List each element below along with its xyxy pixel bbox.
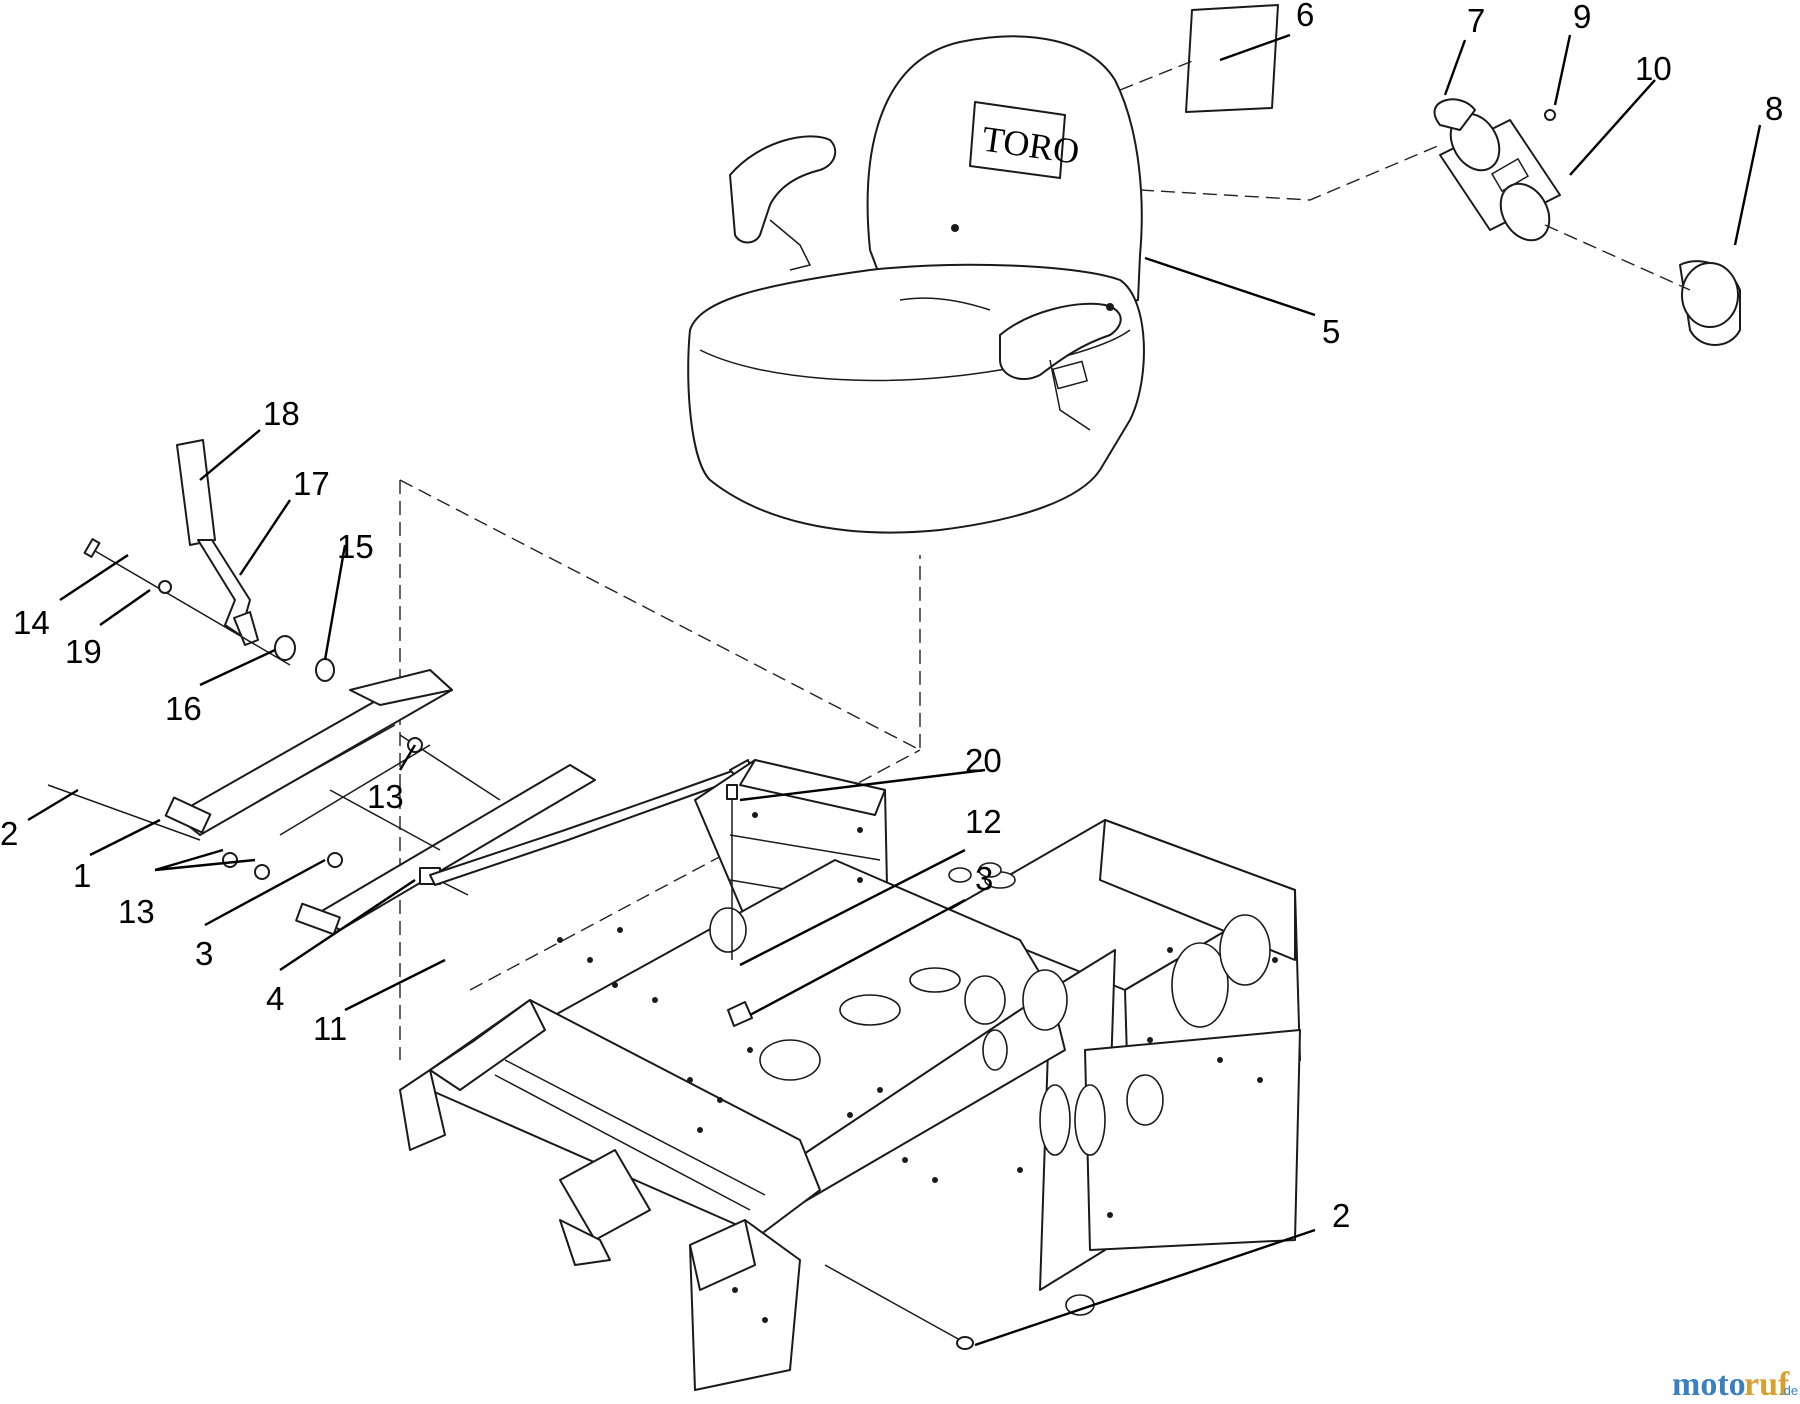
callout-3-right: 3 <box>975 860 993 897</box>
callout-11: 11 <box>313 1010 347 1047</box>
leader-lines <box>27 33 1762 1347</box>
callout-20: 20 <box>965 742 1002 779</box>
watermark-suffix: .de <box>1780 1383 1798 1398</box>
callout-13-lower: 13 <box>118 893 155 930</box>
callout-2-left: 2 <box>0 815 18 852</box>
manual-tube-group <box>1119 59 1741 346</box>
watermark-brand-b: ruf <box>1744 1366 1790 1403</box>
callout-9: 9 <box>1573 0 1591 35</box>
watermark-logo: moto ruf .de <box>1672 1366 1798 1403</box>
callout-labels: 6 7 9 10 8 5 18 17 15 14 19 16 2 13 1 13… <box>0 0 1783 1234</box>
callout-18: 18 <box>263 395 300 432</box>
callout-15: 15 <box>337 528 374 565</box>
main-frame <box>399 759 1301 1391</box>
callout-12: 12 <box>965 803 1002 840</box>
callout-17: 17 <box>293 465 330 502</box>
callout-8: 8 <box>1765 90 1783 127</box>
callout-5: 5 <box>1322 313 1340 350</box>
watermark-brand-a: moto <box>1672 1366 1746 1403</box>
callout-13-upper: 13 <box>367 778 404 815</box>
callout-14: 14 <box>13 604 50 641</box>
callout-19: 19 <box>65 633 102 670</box>
callout-16: 16 <box>165 690 202 727</box>
decal <box>1185 4 1279 113</box>
callout-2-bottom: 2 <box>1332 1197 1350 1234</box>
bolt-20-12 <box>726 784 753 1027</box>
seat-assembly: TORO <box>687 35 1145 534</box>
callout-7: 7 <box>1467 2 1485 39</box>
callout-6: 6 <box>1296 0 1314 33</box>
callout-1: 1 <box>73 857 91 894</box>
callout-4: 4 <box>266 980 284 1017</box>
lever-assembly <box>83 439 335 682</box>
callout-10: 10 <box>1635 50 1672 87</box>
callout-3-left: 3 <box>195 935 213 972</box>
